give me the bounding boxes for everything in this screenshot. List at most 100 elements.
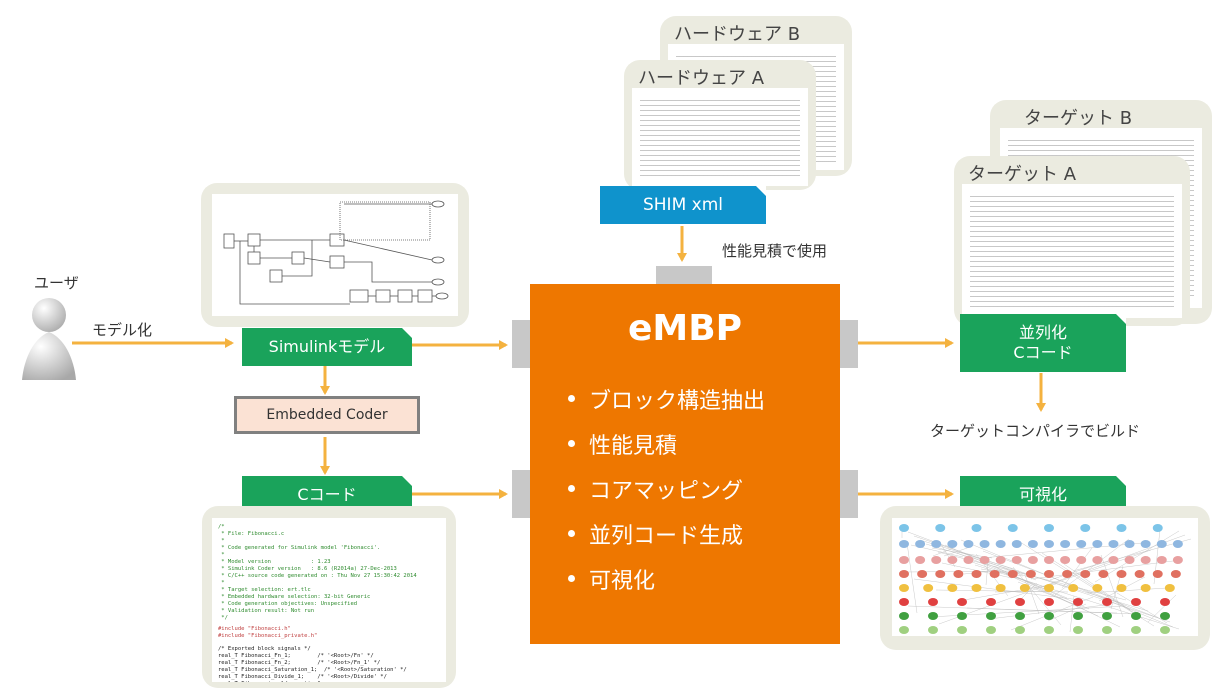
- graph-node: [1044, 570, 1054, 578]
- graph-edge: [1054, 538, 1130, 596]
- graph-node: [1156, 556, 1167, 564]
- graph-node: [915, 540, 926, 548]
- embp-right-port-2: [840, 470, 858, 518]
- graph-node: [1131, 598, 1141, 606]
- embp-feature-text: コアマッピング: [589, 478, 744, 504]
- embp-feature-text: ブロック構造抽出: [589, 388, 766, 414]
- graph-node: [928, 626, 938, 634]
- graph-node: [1156, 540, 1167, 548]
- embp-feature-text: 可視化: [589, 568, 656, 594]
- graph-node: [1140, 584, 1151, 592]
- graph-node: [1092, 540, 1103, 548]
- graph-node: [1116, 524, 1127, 532]
- embp-title: eMBP: [627, 308, 743, 349]
- embp-feature-item: コアマッピング: [568, 466, 765, 511]
- graph-node: [963, 556, 974, 564]
- graph-node: [1076, 540, 1087, 548]
- graph-node: [1044, 598, 1054, 606]
- embp-feature-item: 可視化: [568, 556, 765, 601]
- graph-edge: [938, 534, 1186, 625]
- graph-edge: [968, 560, 1046, 588]
- graph-edge: [906, 542, 918, 614]
- graph-node: [935, 570, 946, 578]
- target-a-code-image: [962, 184, 1182, 318]
- graph-edge: [988, 604, 1106, 620]
- graph-edge: [1049, 558, 1115, 581]
- graph-edge: [1147, 594, 1177, 623]
- graph-node: [1060, 540, 1071, 548]
- graph-edge: [994, 590, 1050, 593]
- graph-node: [899, 584, 909, 592]
- embedded-coder-box: Embedded Coder: [234, 396, 420, 434]
- graph-edge: [1041, 552, 1143, 619]
- embp-feature-text: 性能見積: [589, 433, 678, 459]
- graph-node: [1076, 556, 1087, 564]
- graph-node: [928, 612, 938, 620]
- graph-node: [915, 556, 926, 564]
- graph-node: [1134, 570, 1145, 578]
- graph-node: [1007, 524, 1018, 532]
- graph-edge: [1047, 603, 1087, 622]
- graph-node: [1108, 556, 1119, 564]
- embp-left-port-2: [512, 470, 530, 518]
- graph-edge: [985, 561, 989, 586]
- graph-node: [1011, 540, 1022, 548]
- graph-edge: [1061, 547, 1093, 589]
- graph-edge: [1042, 549, 1152, 588]
- graph-node: [1025, 570, 1036, 578]
- graph-node: [923, 584, 934, 592]
- graph-node: [979, 556, 990, 564]
- graph-node: [1080, 524, 1091, 532]
- graph-node: [899, 626, 909, 634]
- graph-node: [1152, 524, 1163, 532]
- graph-edge: [1019, 541, 1155, 627]
- graph-node: [1044, 556, 1054, 564]
- performance-estimation-note: 性能見積で使用: [722, 242, 828, 260]
- graph-node: [1131, 626, 1141, 634]
- graph-edge: [1005, 573, 1099, 617]
- graph-edge: [932, 548, 952, 557]
- graph-node: [935, 524, 946, 532]
- graph-node: [1073, 598, 1083, 606]
- bullet-icon: [568, 395, 575, 402]
- graph-node: [1044, 524, 1054, 532]
- graph-node: [963, 540, 974, 548]
- embp-feature-item: 並列コード生成: [568, 511, 765, 556]
- hardware-a-title: ハードウェア A: [638, 68, 765, 89]
- graph-node: [995, 556, 1006, 564]
- graph-node: [957, 598, 967, 606]
- graph-node: [1140, 540, 1151, 548]
- graph-node: [931, 540, 942, 548]
- graph-node: [899, 570, 909, 578]
- target-a-title: ターゲット A: [968, 164, 1077, 185]
- graph-node: [1160, 626, 1170, 634]
- graph-edge: [1072, 538, 1192, 572]
- graph-node: [1011, 556, 1022, 564]
- graph-node: [1015, 612, 1025, 620]
- graph-node: [1160, 612, 1170, 620]
- simulink-block-diagram: [223, 200, 449, 305]
- graph-node: [1044, 540, 1054, 548]
- graph-node: [947, 556, 958, 564]
- graph-node: [957, 612, 967, 620]
- embp-feature-list: ブロック構造抽出 性能見積 コアマッピング 並列コード生成 可視化: [568, 376, 765, 601]
- graph-node: [899, 556, 909, 564]
- graph-node: [1015, 598, 1025, 606]
- graph-node: [1116, 584, 1127, 592]
- graph-node: [947, 540, 958, 548]
- bullet-icon: [568, 575, 575, 582]
- embp-right-port-1: [840, 320, 858, 368]
- graph-node: [1092, 584, 1103, 592]
- user-label: ユーザ: [34, 274, 79, 292]
- bullet-icon: [568, 485, 575, 492]
- graph-node: [971, 570, 982, 578]
- embp-feature-item: 性能見積: [568, 421, 765, 466]
- embp-feature-item: ブロック構造抽出: [568, 376, 765, 421]
- graph-node: [986, 612, 996, 620]
- bullet-icon: [568, 530, 575, 537]
- graph-node: [899, 598, 909, 606]
- graph-node: [1015, 626, 1025, 634]
- graph-node: [957, 626, 967, 634]
- embp-feature-text: 並列コード生成: [589, 523, 744, 549]
- hardware-a-xml-image: [632, 88, 808, 186]
